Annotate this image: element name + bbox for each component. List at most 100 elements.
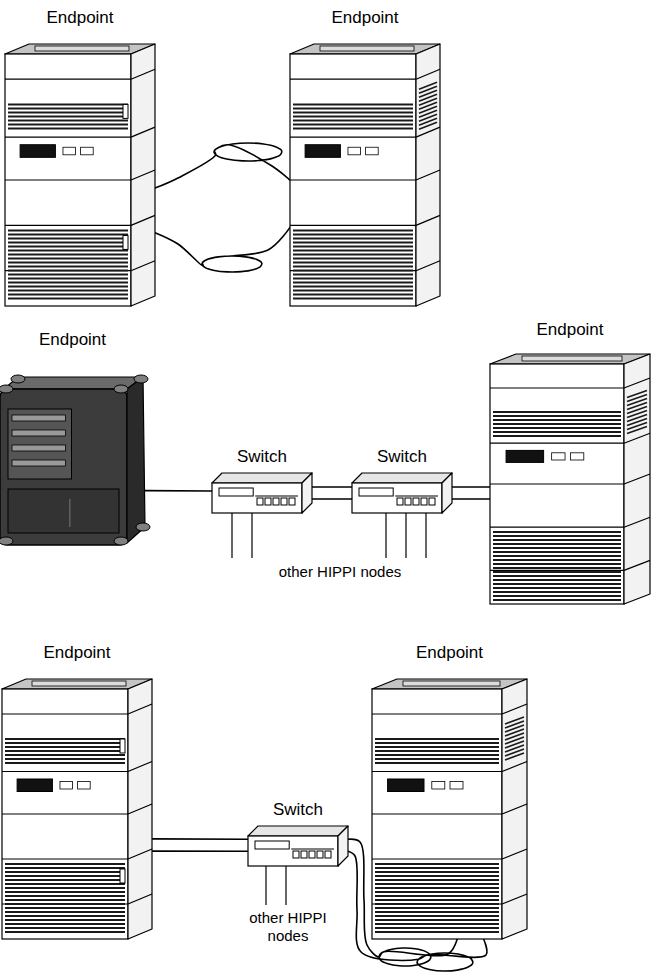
vent-line [8,289,128,291]
port-line [405,513,406,558]
hippi-switch: Switch [248,800,348,866]
vent-line [419,102,437,109]
display-light [81,147,94,155]
side-seam [416,215,440,225]
switch-display [255,841,289,849]
tower-side [128,679,152,939]
endpoint-computer: Endpoint [290,8,440,306]
vent-line [505,741,524,748]
port-line [265,866,266,905]
switch-top [248,826,348,836]
vent-line [293,269,413,271]
display-light [63,147,76,155]
switch-side [302,473,312,513]
vent-line [493,551,621,553]
vent-line [293,127,413,129]
vent-line [5,750,125,752]
side-vent [505,717,524,760]
hippi-cable [152,838,248,840]
switch-front [248,836,338,866]
vent-line [375,919,499,921]
vent-line [419,82,437,89]
vent-line [375,891,499,893]
side-seam [131,127,155,137]
display-light [366,147,379,155]
vent-line [627,419,647,426]
port-note: other HIPPI nodes [255,563,425,581]
vent-line [293,277,413,279]
side-seam [128,849,152,859]
vent-line [293,281,413,283]
port-button [421,498,427,505]
node-label: Switch [352,447,452,467]
port-button [301,851,307,858]
vent-line [493,579,621,581]
cube-front [0,389,127,545]
vent-line [8,285,128,287]
device-shape [248,826,348,866]
panel-seam [490,443,624,444]
hippi-cable [312,498,352,500]
vent-line [293,253,413,255]
port-button [309,851,315,858]
vent-line [627,403,647,410]
port-button [397,498,403,505]
switch-side [442,473,452,513]
vent-line [8,261,128,263]
vent-line [627,395,647,402]
panel-seam [2,858,128,859]
node-label: Endpoint [2,643,152,663]
vent-line [493,599,621,601]
cube-side [127,377,145,543]
side-seam [624,378,650,388]
panel-seam [490,483,624,484]
device-shape [0,375,145,545]
port-button [293,851,299,858]
deskside-computer [0,375,150,545]
vent-line [627,399,647,406]
vent-line [293,107,413,109]
door-handle [123,104,128,118]
vent-line [5,742,125,744]
node-label: Endpoint [290,8,440,28]
vent-line [375,867,499,869]
door-seam [69,499,70,527]
panel-seam [372,813,502,814]
vent-line [5,871,125,873]
hippi-switch: Switch [212,447,312,513]
vent-line [5,863,125,865]
panel-seam [490,387,624,388]
panel-seam [5,225,131,226]
vent-line [5,923,125,925]
vent-line [375,883,499,885]
port-button [317,851,323,858]
display-light [60,782,73,790]
top-panel [522,356,622,361]
corner-bumper [0,385,13,393]
tower-computer [2,679,152,939]
vent-line [627,415,647,422]
tower-side [502,679,527,939]
node-label: Switch [248,800,348,820]
vent-line [493,539,621,541]
vent-grille [5,864,125,932]
vent-line [493,559,621,561]
vent-line [5,754,125,756]
vent-line [8,273,128,275]
panel-seam [2,771,128,772]
vent-line [505,753,524,760]
tower-top [290,44,440,54]
tower-computer [372,679,527,939]
side-seam [416,261,440,271]
device-drawing [352,473,452,513]
vent-line [375,887,499,889]
top-panel [320,46,414,51]
vent-line [375,907,499,909]
vent-line [8,237,128,239]
vent-line [627,391,647,398]
port-note: other HIPPI nodes [238,909,338,945]
display-light [78,782,91,790]
vent-line [5,891,125,893]
side-seam [502,804,527,814]
side-seam [624,560,650,570]
